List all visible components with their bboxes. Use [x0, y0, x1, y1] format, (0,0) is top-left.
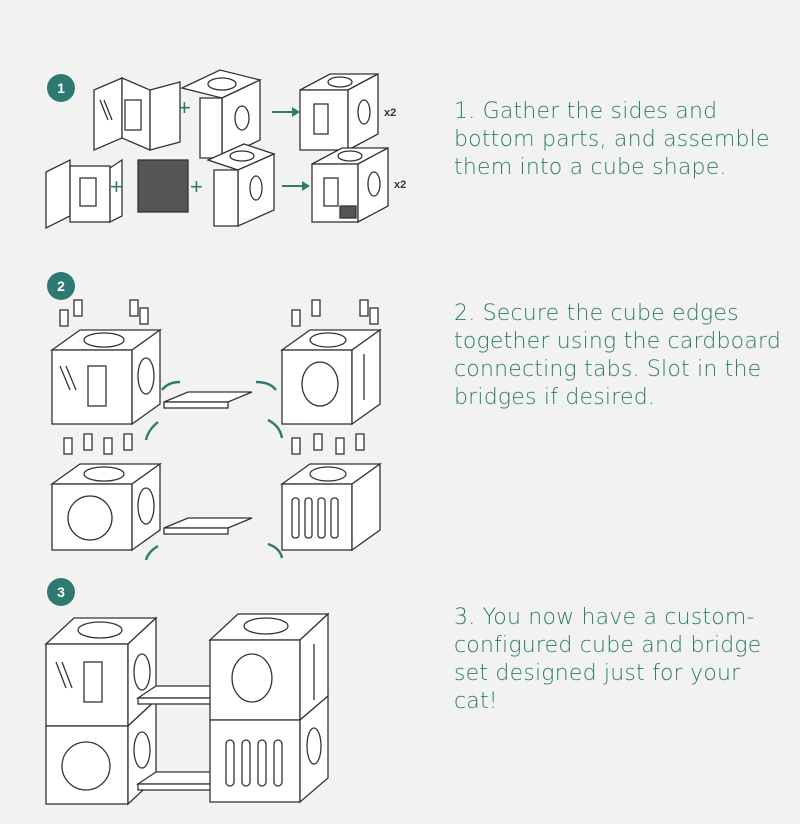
step-number-badge: 2: [47, 272, 75, 300]
svg-text:+: +: [190, 174, 203, 199]
multiplier-label: x2: [384, 107, 396, 119]
svg-text:+: +: [178, 95, 191, 120]
multiplier-label: x2: [394, 179, 406, 191]
step-2: 2: [0, 270, 800, 560]
step-3-illustration: [44, 612, 330, 806]
step-3: 3: [0, 578, 800, 808]
step-2-illustration: [49, 299, 383, 560]
step-description: 3. You now have a custom-configured cube…: [454, 605, 762, 714]
step-1: 1 +: [0, 60, 800, 240]
step-1-illustration: + +: [45, 69, 406, 230]
step-number-badge: 3: [47, 578, 75, 606]
step-number-badge: 1: [47, 74, 75, 102]
svg-text:+: +: [110, 174, 123, 199]
step-description: 1. Gather the sides and bottom parts, an…: [454, 99, 770, 180]
step-description: 2. Secure the cube edges together using …: [454, 301, 782, 410]
